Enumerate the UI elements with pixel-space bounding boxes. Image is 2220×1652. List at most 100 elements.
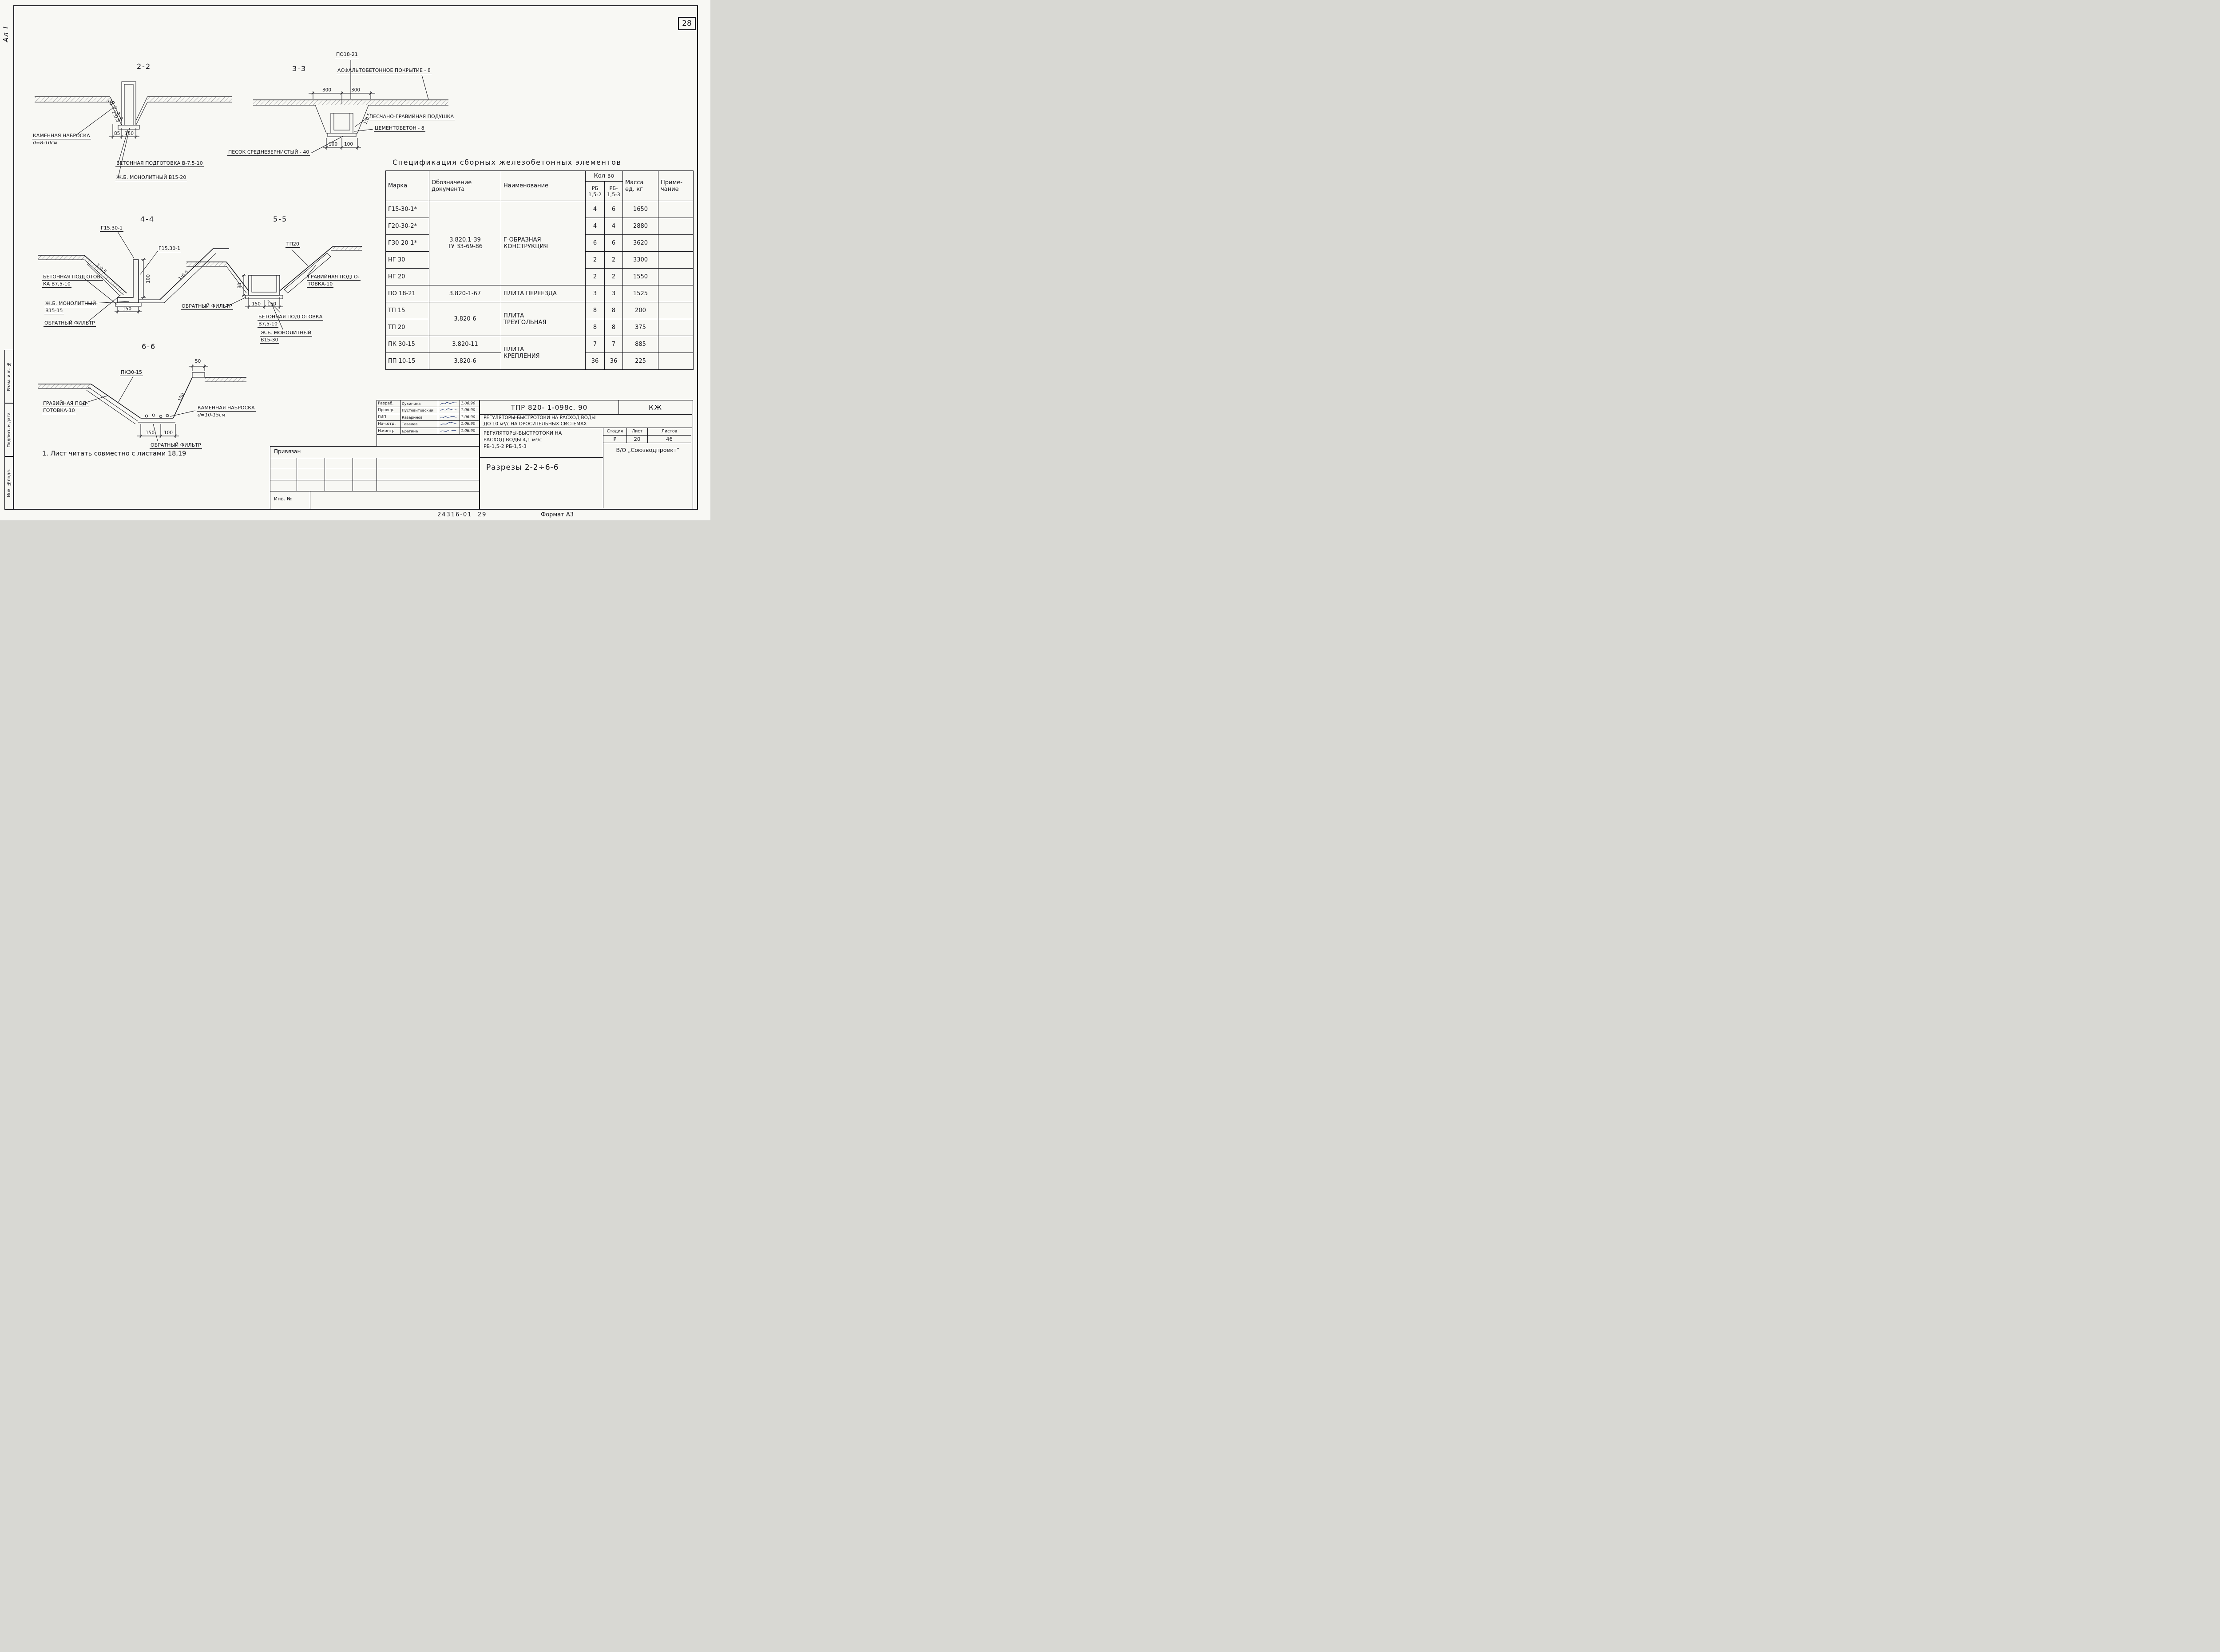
doc-cell: 3.820.1-39 ТУ 33-69-86 bbox=[429, 201, 501, 285]
callout-reverse-filter: ОБРАТНЫЙ ФИЛЬТР bbox=[181, 303, 233, 310]
sig-name: Тевелев bbox=[401, 421, 438, 428]
sig-role: ГИП bbox=[377, 414, 401, 421]
organization: В/О „Союзводпроект” bbox=[616, 447, 680, 453]
callout-monolith-line2: В15-15 bbox=[44, 308, 64, 314]
qty2-cell: 2 bbox=[604, 251, 623, 269]
object-name: РЕГУЛЯТОРЫ-БЫСТРОТОКИ НА РАСХОД ВОДЫ 4,1… bbox=[480, 428, 603, 458]
signature-mark bbox=[438, 421, 460, 428]
sig-date: 1.06.90 bbox=[460, 407, 479, 414]
callout-po-plate: ПО18-21 bbox=[335, 51, 359, 58]
stage-sheet-table: Стадия Лист Листов Р 20 46 bbox=[603, 428, 692, 443]
callout-cement-concrete-text: ЦЕМЕНТОБЕТОН - 8 bbox=[374, 125, 425, 132]
qty2-cell: 2 bbox=[604, 268, 623, 285]
spec-header-mark: Марка bbox=[385, 170, 429, 201]
callout-concrete-prep-line1: БЕТОННАЯ ПОДГОТОВКА bbox=[258, 314, 324, 321]
margin-box-podpis: Подпись и дата bbox=[4, 403, 13, 456]
mark-cell: ПП 10-15 bbox=[385, 353, 429, 370]
mass-cell: 3300 bbox=[622, 251, 658, 269]
mass-cell: 200 bbox=[622, 302, 658, 319]
dim-80: 80 bbox=[237, 283, 242, 289]
spec-row: ТП 15 3.820-6 ПЛИТА ТРЕУГОЛЬНАЯ 8 8 200 bbox=[385, 302, 694, 336]
mass-cell: 3620 bbox=[622, 234, 658, 252]
callout-tp-plate-text: ТП20 bbox=[285, 241, 300, 248]
callout-gravel-prep-line1: ГРАВИЙНАЯ ПОД- bbox=[42, 400, 89, 407]
title-block-signatures: Разраб. Сухинина 1.06.90 Провер. Пустови… bbox=[377, 400, 480, 446]
signature-mark bbox=[438, 414, 460, 421]
callout-monolith: Ж.Б. МОНОЛИТНЫЙ В15-20 bbox=[115, 174, 187, 181]
sheets-value: 46 bbox=[648, 436, 691, 443]
signature-mark bbox=[438, 407, 460, 414]
revision-grid bbox=[270, 458, 479, 491]
section-2-2-title: 2-2 bbox=[137, 62, 151, 71]
name-cell: ПЛИТА ПЕРЕЕЗДА bbox=[501, 285, 586, 302]
callout-monolith-text: Ж.Б. МОНОЛИТНЫЙ В15-20 bbox=[115, 174, 187, 181]
callout-po-plate-text: ПО18-21 bbox=[335, 52, 359, 58]
title-block-main: ТПР 820- 1-098с. 90 КЖ РЕГУЛЯТОРЫ-БЫСТРО… bbox=[480, 400, 693, 509]
name-cell: ПЛИТА ТРЕУГОЛЬНАЯ bbox=[501, 302, 586, 336]
callout-pk-plate: ПК30-15 bbox=[120, 369, 143, 376]
mass-cell: 1650 bbox=[622, 201, 658, 218]
sheet-number: 28 bbox=[678, 17, 696, 30]
qty1-cell: 3 bbox=[585, 285, 605, 302]
qty2-cell: 6 bbox=[604, 201, 623, 218]
callout-reverse-filter: ОБРАТНЫЙ ФИЛЬТР bbox=[44, 320, 96, 327]
callout-rock-fill: КАМЕННАЯ НАБРОСКА d=8-10см bbox=[32, 132, 91, 146]
name-cell: Г-ОБРАЗНАЯ КОНСТРУКЦИЯ bbox=[501, 201, 586, 285]
object-name-line1: РЕГУЛЯТОРЫ-БЫСТРОТОКИ НА bbox=[484, 430, 562, 436]
callout-g-element-2-text: Г15.30-1 bbox=[158, 246, 182, 252]
grid-cell bbox=[270, 480, 297, 491]
callout-reverse-filter-text: ОБРАТНЫЙ ФИЛЬТР bbox=[181, 303, 233, 310]
dim-100-left: 100 bbox=[329, 142, 337, 147]
dim-150: 150 bbox=[123, 306, 131, 312]
mark-cell: ТП 20 bbox=[385, 319, 429, 336]
doc-cell: 3.820-1-67 bbox=[429, 285, 501, 302]
mass-cell: 1525 bbox=[622, 285, 658, 302]
note-cell bbox=[658, 319, 694, 336]
margin-box-vzam-label: Взам. инв. № bbox=[6, 362, 12, 391]
qty1-cell: 2 bbox=[585, 268, 605, 285]
stamp-code: 24316-01 29 bbox=[437, 511, 487, 518]
sig-name: Брагина bbox=[401, 428, 438, 435]
note-cell bbox=[658, 251, 694, 269]
spec-row: ПО 18-21 3.820-1-67 ПЛИТА ПЕРЕЕЗДА 3 3 1… bbox=[385, 285, 694, 302]
doc-cell: 3.820-6 bbox=[429, 302, 501, 336]
qty1-cell: 8 bbox=[585, 302, 605, 319]
spec-header-qty: Кол-во bbox=[585, 170, 623, 182]
callout-g-element-1: Г15.30-1 bbox=[100, 225, 124, 232]
section-4-4-drawing: 1:0.5 1:0.5 100 150 bbox=[38, 231, 229, 324]
callout-monolith-line2: В15-30 bbox=[260, 337, 279, 344]
note-cell bbox=[658, 285, 694, 302]
document-type: КЖ bbox=[619, 400, 692, 415]
callout-concrete-prep: БЕТОННАЯ ПОДГОТОВКА В7,5-10 bbox=[258, 313, 324, 328]
doc-cell: 3.820-11 bbox=[429, 336, 501, 353]
margin-box-vzam: Взам. инв. № bbox=[4, 350, 13, 403]
album-label: Ал I bbox=[2, 26, 10, 43]
sig-name: Казаринов bbox=[401, 414, 438, 421]
grid-cell bbox=[377, 480, 479, 491]
qty2-cell: 6 bbox=[604, 234, 623, 252]
name-cell: ПЛИТА КРЕПЛЕНИЯ bbox=[501, 336, 586, 370]
callout-sand-gravel-cushion: ПЕСЧАНО-ГРАВИЙНАЯ ПОДУШКА bbox=[369, 113, 455, 120]
note-cell bbox=[658, 218, 694, 235]
callout-rock-fill: КАМЕННАЯ НАБРОСКА d=10-15см bbox=[197, 404, 256, 418]
inventory-label: Инв. № bbox=[270, 491, 310, 509]
callout-asphalt: АСФАЛЬТОБЕТОННОЕ ПОКРЫТИЕ - 8 bbox=[337, 67, 432, 74]
callout-sand-gravel-cushion-text: ПЕСЧАНО-ГРАВИЙНАЯ ПОДУШКА bbox=[369, 114, 455, 120]
callout-rock-line1: КАМЕННАЯ НАБРОСКА bbox=[32, 133, 91, 139]
dim-50: 50 bbox=[195, 359, 201, 364]
doc-cell: 3.820-6 bbox=[429, 353, 501, 370]
callout-pk-plate-text: ПК30-15 bbox=[120, 369, 143, 376]
sig-date: 1.06.90 bbox=[460, 421, 479, 428]
grid-cell bbox=[353, 469, 377, 480]
mark-cell: Г20-30-2* bbox=[385, 218, 429, 235]
note-cell bbox=[658, 353, 694, 370]
callout-concrete-prep-line1: БЕТОННАЯ ПОДГОТОВ- bbox=[42, 274, 103, 281]
spec-header-note: Приме- чание bbox=[658, 170, 694, 201]
grid-cell bbox=[270, 458, 297, 469]
spec-header-qty-rb15-3: РБ- 1,5-3 bbox=[604, 181, 623, 201]
spec-header-qty-rb15-2: РБ 1,5-2 bbox=[585, 181, 605, 201]
mass-cell: 885 bbox=[622, 336, 658, 353]
callout-monolith: Ж.Б. МОНОЛИТНЫЙ В15-30 bbox=[260, 329, 313, 344]
project-name: РЕГУЛЯТОРЫ-БЫСТРОТОКИ НА РАСХОД ВОДЫ ДО … bbox=[480, 415, 692, 428]
qty2-cell: 3 bbox=[604, 285, 623, 302]
